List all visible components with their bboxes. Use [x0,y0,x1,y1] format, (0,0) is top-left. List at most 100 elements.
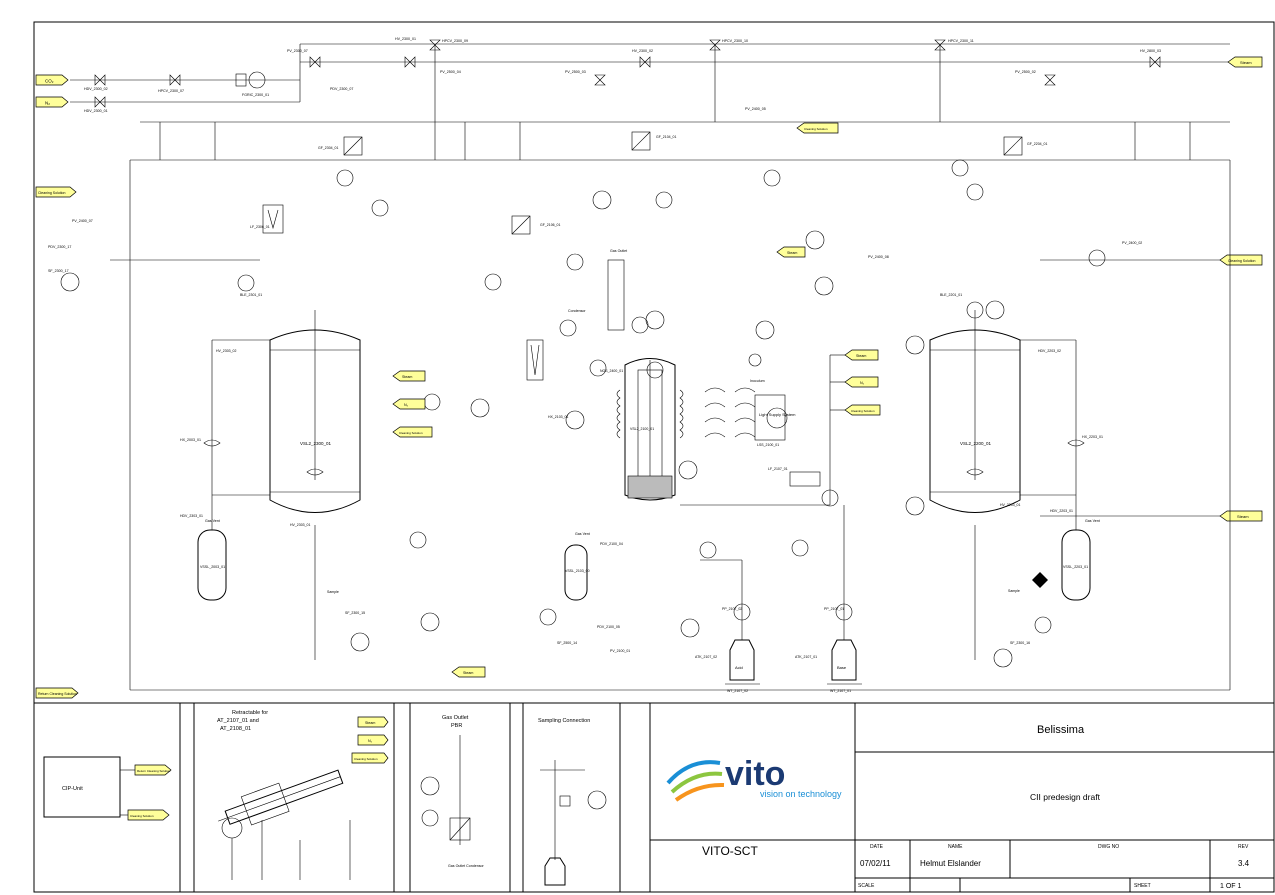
lf-2107: LF_2107_01 [768,467,788,471]
retractable-title: Retractable for AT_2107_01 and AT_2108_0… [217,710,270,732]
vessel-left-label: VSL2_2300_01 [300,441,332,446]
steam-tag-c3 [844,349,879,361]
pv-2500-03: PV_2500_03 [565,70,586,74]
hpcv-2300-11: HPCV_2300_11 [948,39,974,43]
hdv-2303-01-label: HDV_2303_01 [180,514,203,518]
steam-tag-bottom [451,666,486,678]
return-label-left: Return Cleaning Solution [38,692,77,696]
vent-label-top: Steam [1240,60,1252,65]
ble-2201: BLE_2201_01 [940,293,962,297]
dwg-label: DWG NO [1098,844,1119,850]
acid-tank: ATK_2107_02 [695,655,717,659]
hx-left-label: HX_2003_01 [180,438,201,442]
vessel-right-label: VSL2_2200_01 [960,441,992,446]
hpcv-2300-09: HPCV_2300_09 [442,39,468,43]
hv-2203-01: HV_2203_01 [1000,503,1020,507]
reactor-center: VSL2_2100_01 Condensor Gas Outlet Light … [470,131,862,693]
pv-2500-04: PV_2500_04 [440,70,461,74]
sample-right: Sample [1008,589,1020,593]
return-tag-left [35,687,79,699]
pdv-2300-07: PDV_2300_07 [330,87,353,91]
name-value: Helmut Elslander [920,859,981,868]
hdv-2300-02: HDV_2300_02 [84,87,108,91]
date-label: DATE [870,844,884,850]
gas-vent-center: Gas Vent [575,532,590,536]
gas-outlet-title-1: Gas Outlet [442,715,469,721]
hdv-2203-02: HDV_2203_02 [1038,349,1061,353]
hv-2800-03: HV_2800_03 [1140,49,1161,53]
gf-2104: GF_2104_01 [656,135,676,139]
gas-outlet-title-2: PBR [451,723,462,729]
cip-label: CIP-Unit [62,786,83,792]
steam-c1: Steam [402,375,412,379]
pv-2500-02: PV_2500_02 [1015,70,1036,74]
n2-label: N₂ [45,101,50,106]
cleaning-c: Cleaning Solution [399,431,423,435]
co2-tag [35,74,69,86]
n2-tag [35,96,69,108]
retractable-line3: AT_2108_01 [220,726,251,732]
hpcv-2300-07: HPCV_2300_07 [158,89,184,93]
pp-2107-02: PP_2107_02 [722,607,742,611]
cleaning-c3: Cleaning Solution [851,409,875,413]
sample-left: Sample [327,590,339,594]
hv-2300-02: HV_2300_02 [632,49,653,53]
gas-outlet-label: Gas Outlet [610,249,627,253]
project-name: Belissima [1037,724,1085,736]
pv-2100-01: PV_2100_01 [610,649,630,653]
n2-tag-c [392,398,426,410]
hv-2300-01: HV_2300_01 [395,37,416,41]
sf-2300-16: SF_2300_16 [1010,641,1030,645]
steam-bottom: Steam [463,671,473,675]
wt-acid: WT_2107_02 [727,689,748,693]
cleaning-tag-c3 [844,404,881,416]
hx-right-label: HX_2203_01 [1082,435,1103,439]
retractable-line1: Retractable for [232,710,268,716]
hpcv-2300-10: HPCV_2300_10 [722,39,748,43]
drawing-title: CII predesign draft [1030,792,1101,802]
cleaning-tag-c [392,426,433,438]
base-label: Base [837,665,847,670]
rev-label: REV [1238,844,1249,850]
sf-2300-17: SF_2300_17 [48,269,69,273]
sheet-border [33,21,1275,893]
pv-2300-07: PV_2300_07 [287,49,308,53]
fgric: FGRIC_2300_01 [242,93,269,97]
steam-tag-right [1219,510,1263,522]
inoculum-label: Inoculum [750,379,765,383]
acid-label: Acid [735,665,743,670]
name-label: NAME [948,844,963,850]
ngs-label: NGS_2400_01 [600,369,623,373]
pp-2107-01: PP_2107_01 [824,607,844,611]
gf-2106: GF_2106_01 [540,223,560,227]
pdv-2300-17: PDV_2300_17 [48,245,71,249]
retractable-inset: Retractable for AT_2107_01 and AT_2108_0… [193,702,395,893]
pv-2400-05: PV_2400_05 [745,107,766,111]
reactor-right: VSL2_2200_01 VSSL_2203_01 Gas Vent HX_22… [905,136,1231,690]
pv-2400-07: PV_2400_07 [72,219,93,223]
cleaning-tag-top [796,122,839,134]
condensor-label: Condensor [568,309,586,313]
cleaning-label-right: Cleaning Solution [1228,259,1255,263]
company-name: VITO-SCT [702,844,758,858]
gas-vessel-right-label: VSSL_2203_01 [1063,565,1088,569]
pdv-2100-05: PDV_2100_05 [597,625,620,629]
sampling-title: Sampling Connection [538,718,590,724]
ble-2301: BLE_2301_01 [240,293,262,297]
gas-vessel-center-label: VSSL_2103_00 [565,569,590,573]
steam-tag-c2 [776,246,806,258]
gas-manifold [70,39,1230,161]
pv-2400-02: PV_2400_02 [1122,241,1142,245]
retractable-line2: AT_2107_01 and [217,718,259,724]
scale-label: SCALE [858,883,875,889]
hv-2303-02: HV_2303_02 [216,349,236,353]
gas-vessel-left-label: VSSL_2003_01 [200,565,225,569]
cip-inset: CIP-Unit Return Cleaning Solution Cleani… [33,702,181,893]
light-tag: LSS_2100_01 [757,443,779,447]
cleaning-label-left: Cleaning Solution [38,191,65,195]
cip-return: Return Cleaning Solution [137,769,171,773]
logo-tagline: vision on technology [760,789,842,799]
wt-base: WT_2107_01 [830,689,851,693]
lf-2306: LF_2306_01 [250,225,270,229]
pv-2400-08: PV_2400_08 [868,255,889,259]
